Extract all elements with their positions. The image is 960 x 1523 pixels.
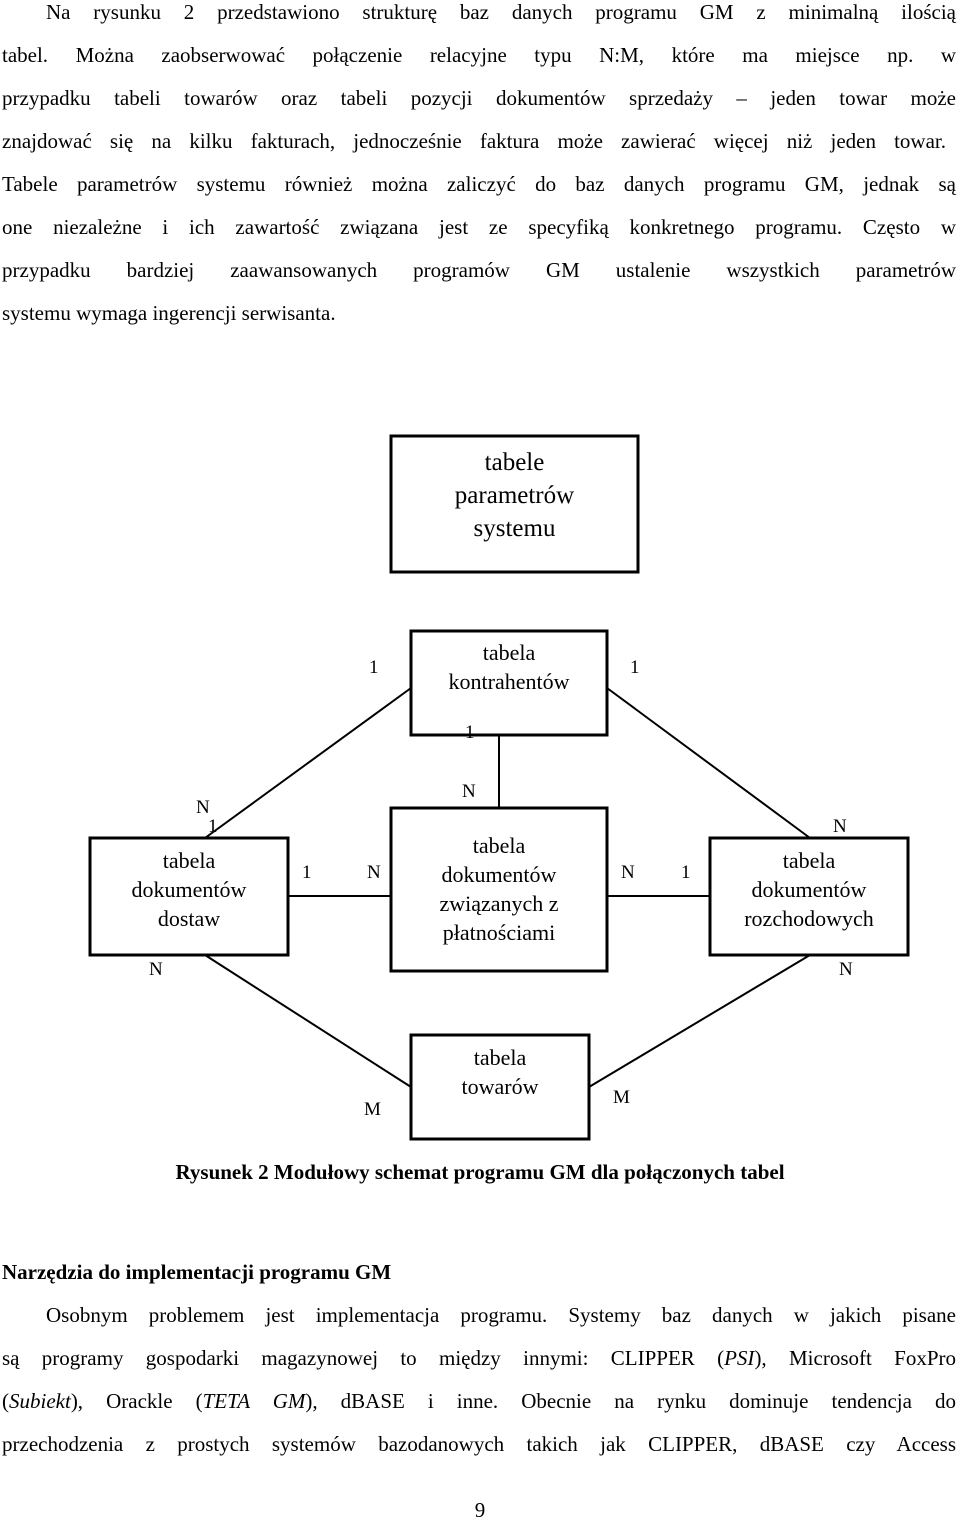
text-line: znajdować się na kilku fakturach, jednoc… — [2, 129, 946, 153]
box-line: kontrahentów — [448, 669, 570, 694]
cardinality-label: 1 — [465, 722, 475, 743]
cardinality-label: 1 — [208, 816, 218, 837]
text-line: przechodzenia z prostych systemów bazoda… — [2, 1432, 956, 1456]
box-line: towarów — [461, 1074, 539, 1099]
text-line: Na rysunku 2 przedstawiono strukturę baz… — [46, 0, 956, 24]
text-run: przechodzenia z prostych systemów bazoda… — [2, 1432, 956, 1456]
box-line: rozchodowych — [744, 906, 874, 931]
page-number: 9 — [474, 1498, 486, 1522]
figure-caption: Rysunek 2 Modułowy schemat programu GM d… — [175, 1160, 785, 1184]
link-contractors-supply — [204, 687, 412, 839]
text-line: systemu wymaga ingerencji serwisanta. — [2, 301, 336, 325]
outgoing-box-text: tabela dokumentów rozchodowych — [710, 846, 908, 933]
link-supply-goods — [204, 954, 412, 1088]
box-line: tabela — [482, 640, 536, 665]
cardinality-label: 1 — [302, 862, 312, 883]
text-line: one niezależne i ich zawartość związana … — [2, 215, 956, 239]
cardinality-label: M — [613, 1087, 630, 1108]
text-line: Osobnym problemem jest implementacja pro… — [46, 1303, 956, 1327]
box-line: parametrów — [454, 482, 575, 509]
box-line: systemu — [473, 515, 556, 542]
text-line: przypadku bardziej zaawansowanych progra… — [2, 258, 956, 282]
box-line: tabela — [782, 848, 836, 873]
cardinality-label: 1 — [681, 862, 691, 883]
box-line: tabele — [484, 449, 545, 476]
cardinality-label: N — [196, 797, 210, 818]
box-line: płatnościami — [442, 920, 556, 945]
text-run: ( — [2, 1389, 9, 1413]
box-line: dostaw — [157, 906, 221, 931]
text-line: (Subiekt), Orackle (TETA GM), dBASE i in… — [2, 1389, 956, 1413]
cardinality-label: N — [462, 781, 476, 802]
goods-box-text: tabela towarów — [411, 1043, 589, 1101]
text-line: tabel. Można zaobserwować połączenie rel… — [2, 43, 956, 67]
box-line: związanych z — [439, 891, 559, 916]
text-run: ), Orackle ( — [70, 1389, 203, 1413]
box-line: tabela — [162, 848, 216, 873]
cardinality-label: N — [839, 959, 853, 980]
text-line: Tabele parametrów systemu również można … — [2, 172, 956, 196]
box-line: dokumentów — [131, 877, 247, 902]
text-run: są programy gospodarki magazynowej to mi… — [2, 1346, 725, 1370]
text-run: ), dBASE i inne. Obecnie na rynku dominu… — [305, 1389, 956, 1413]
text-run-italic: PSI — [724, 1346, 755, 1370]
cardinality-label: M — [364, 1099, 381, 1120]
supply-box-text: tabela dokumentów dostaw — [90, 846, 288, 933]
text-line: są programy gospodarki magazynowej to mi… — [2, 1346, 956, 1370]
cardinality-label: N — [833, 816, 847, 837]
box-line: tabela — [472, 833, 526, 858]
payments-box-text: tabela dokumentów związanych z płatności… — [391, 831, 607, 947]
box-line: dokumentów — [751, 877, 867, 902]
text-run-italic: TETA GM — [202, 1389, 306, 1413]
params-box-text: tabele parametrów systemu — [391, 446, 638, 545]
link-outgoing-goods — [588, 954, 811, 1088]
box-line: tabela — [473, 1045, 527, 1070]
text-run-italic: Subiekt — [9, 1389, 71, 1413]
section-heading: Narzędzia do implementacji programu GM — [2, 1260, 392, 1284]
cardinality-label: N — [149, 959, 163, 980]
text-run: Osobnym problemem jest implementacja pro… — [46, 1303, 956, 1327]
link-contractors-outgoing — [606, 687, 811, 839]
cardinality-label: N — [621, 862, 635, 883]
contractors-box-text: tabela kontrahentów — [411, 638, 607, 696]
text-run: ), Microsoft FoxPro — [754, 1346, 956, 1370]
cardinality-label: 1 — [630, 657, 640, 678]
cardinality-label: N — [367, 862, 381, 883]
cardinality-label: 1 — [369, 657, 379, 678]
text-line: przypadku tabeli towarów oraz tabeli poz… — [2, 86, 956, 110]
box-line: dokumentów — [441, 862, 557, 887]
